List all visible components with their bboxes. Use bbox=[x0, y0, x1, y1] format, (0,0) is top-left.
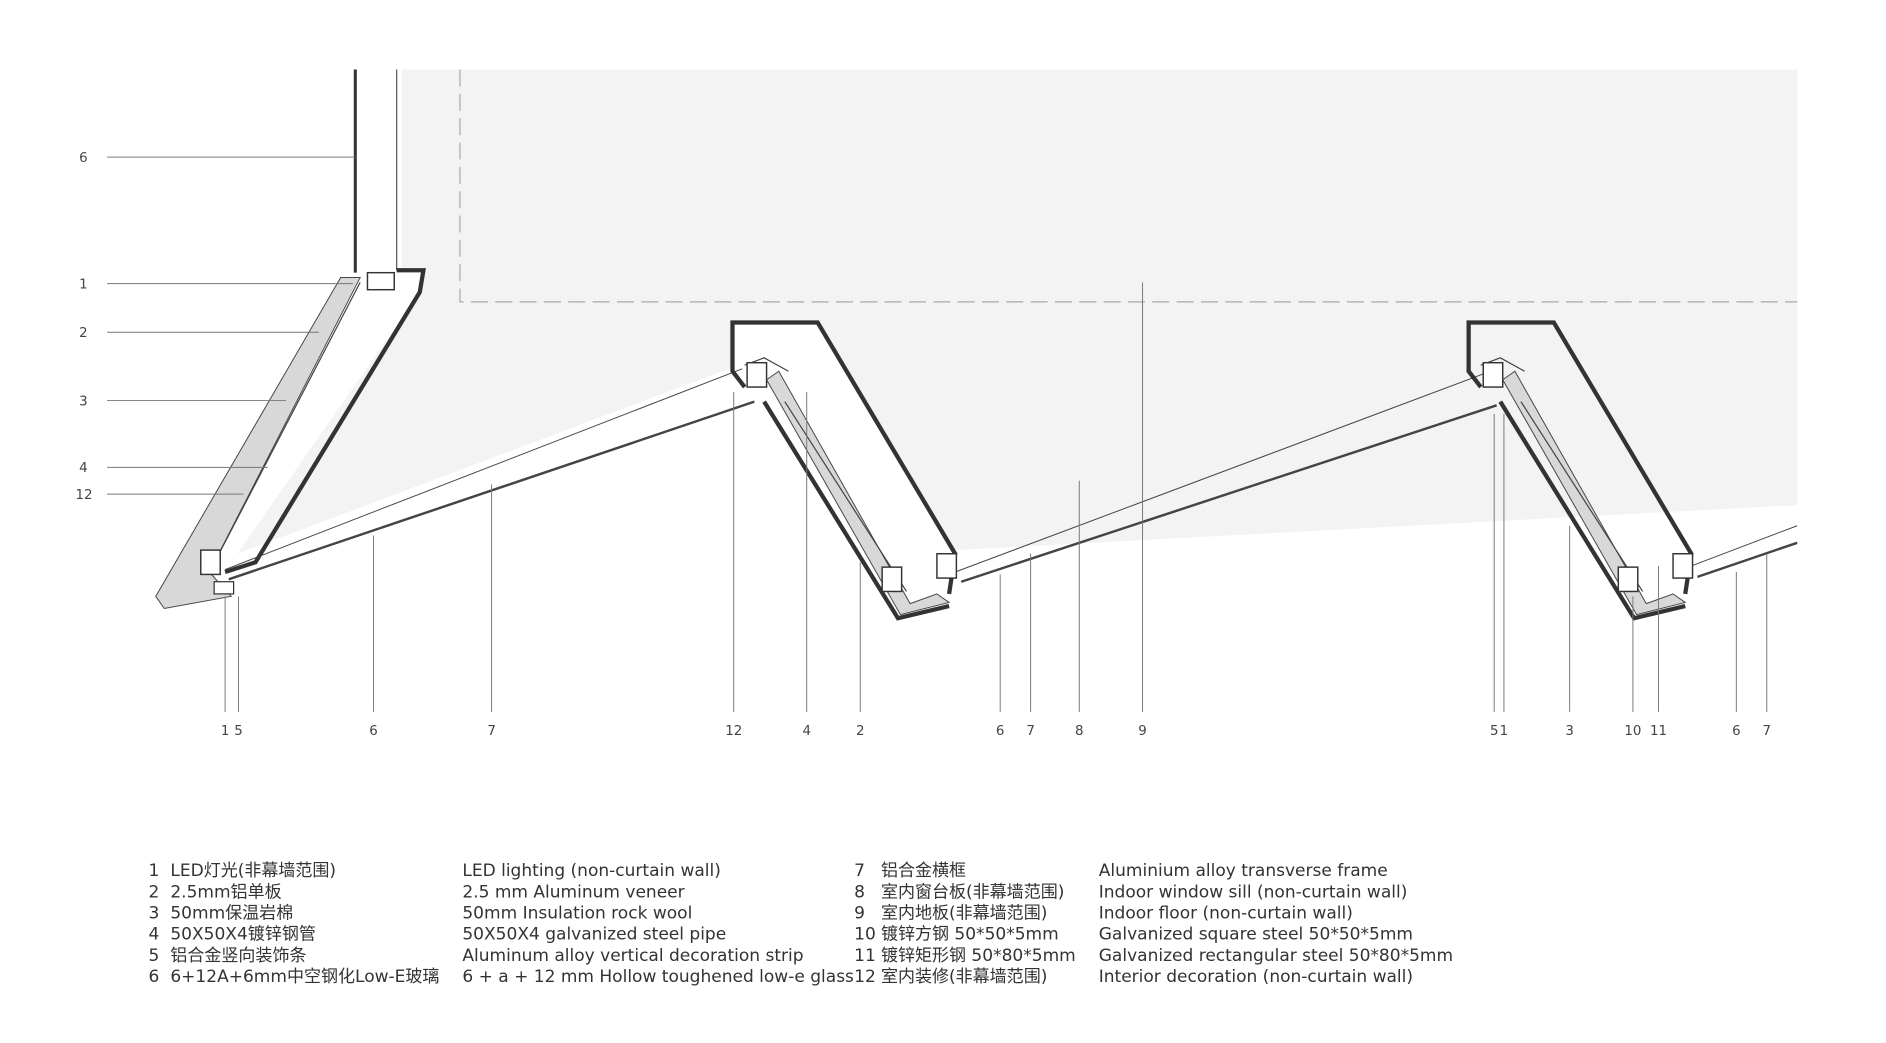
callout-label: 12 bbox=[75, 488, 92, 503]
wall-module-right bbox=[1466, 320, 1694, 621]
callout-label: 6 bbox=[369, 724, 378, 739]
legend-english-text: 50X50X4 galvanized steel pipe bbox=[462, 925, 726, 945]
callout-label: 9 bbox=[1138, 724, 1147, 739]
callout-label: 7 bbox=[1762, 724, 1771, 739]
legend-number: 5 bbox=[148, 946, 159, 966]
legend-number: 7 bbox=[854, 861, 865, 881]
legend-number: 10 bbox=[854, 925, 876, 945]
legend-number: 6 bbox=[148, 967, 159, 987]
legend-number: 3 bbox=[148, 904, 159, 924]
callout-label: 4 bbox=[802, 724, 811, 739]
legend-english-text: Indoor window sill (non-curtain wall) bbox=[1099, 882, 1408, 902]
callout-label: 8 bbox=[1075, 724, 1084, 739]
callout-label: 10 bbox=[1624, 724, 1641, 739]
legend-chinese-text: 室内装修(非幕墙范围) bbox=[881, 967, 1047, 987]
legend-number: 2 bbox=[148, 882, 159, 902]
legend-number: 8 bbox=[854, 882, 865, 902]
callout-label: 3 bbox=[79, 394, 88, 409]
callout-label: 7 bbox=[1026, 724, 1035, 739]
legend-english-text: LED lighting (non-curtain wall) bbox=[462, 861, 721, 881]
callout-label: 1 bbox=[221, 724, 230, 739]
legend-number: 11 bbox=[854, 946, 876, 966]
legend-chinese-text: 室内地板(非幕墙范围) bbox=[881, 904, 1047, 924]
indoor-floor-area bbox=[237, 69, 1798, 554]
legend-chinese-text: 室内窗台板(非幕墙范围) bbox=[881, 882, 1064, 902]
callout-label: 5 bbox=[234, 724, 243, 739]
legend-english-text: Galvanized rectangular steel 50*80*5mm bbox=[1099, 946, 1453, 966]
legend-number: 1 bbox=[148, 861, 159, 881]
legend-chinese-text: 镀锌矩形钢 50*80*5mm bbox=[881, 946, 1076, 966]
floor-boundary-dashed bbox=[459, 69, 1798, 303]
legend-english-text: Aluminum alloy vertical decoration strip bbox=[462, 946, 803, 966]
legend-english-text: Indoor floor (non-curtain wall) bbox=[1099, 904, 1353, 924]
callout-label: 12 bbox=[725, 724, 742, 739]
legend-english-text: 6 + a + 12 mm Hollow toughened low-e gla… bbox=[462, 967, 854, 987]
callout-label: 6 bbox=[79, 151, 88, 166]
callout-label: 3 bbox=[1565, 724, 1574, 739]
legend-chinese-text: 50mm保温岩棉 bbox=[170, 904, 293, 924]
callout-label: 6 bbox=[996, 724, 1005, 739]
legend-number: 4 bbox=[148, 925, 159, 945]
wall-module-middle bbox=[730, 320, 958, 621]
callout-label: 11 bbox=[1650, 724, 1667, 739]
legend-number: 9 bbox=[854, 904, 865, 924]
callout-label: 1 bbox=[1500, 724, 1509, 739]
callout-label: 5 bbox=[1490, 724, 1499, 739]
legend-chinese-text: 铝合金横框 bbox=[881, 861, 966, 881]
legend-chinese-text: 6+12A+6mm中空钢化Low-E玻璃 bbox=[170, 967, 439, 987]
legend-english-text: Galvanized square steel 50*50*5mm bbox=[1099, 925, 1413, 945]
callout-label: 6 bbox=[1732, 724, 1741, 739]
callout-label: 2 bbox=[79, 326, 88, 341]
legend-chinese-text: LED灯光(非幕墙范围) bbox=[170, 861, 336, 881]
legend-english-text: Aluminium alloy transverse frame bbox=[1099, 861, 1388, 881]
callout-label: 2 bbox=[856, 724, 865, 739]
legend-chinese-text: 50X50X4镀锌钢管 bbox=[170, 925, 316, 945]
legend-english-text: 2.5 mm Aluminum veneer bbox=[462, 882, 684, 902]
legend: 1 LED灯光(非幕墙范围) LED lighting (non-curtain w… bbox=[148, 861, 1453, 987]
legend-chinese-text: 2.5mm铝单板 bbox=[170, 882, 281, 902]
legend-chinese-text: 铝合金竖向装饰条 bbox=[170, 946, 306, 966]
legend-number: 12 bbox=[854, 967, 876, 987]
legend-chinese-text: 镀锌方钢 50*50*5mm bbox=[881, 925, 1059, 945]
legend-english-text: 50mm Insulation rock wool bbox=[462, 904, 692, 924]
callout-label: 4 bbox=[79, 461, 88, 476]
left-callouts: 6 1 2 3 4 12 bbox=[75, 151, 356, 503]
legend-english-text: Interior decoration (non-curtain wall) bbox=[1099, 967, 1413, 987]
callout-label: 1 bbox=[79, 277, 88, 292]
callout-label: 7 bbox=[487, 724, 496, 739]
wall-module-left bbox=[155, 268, 426, 610]
